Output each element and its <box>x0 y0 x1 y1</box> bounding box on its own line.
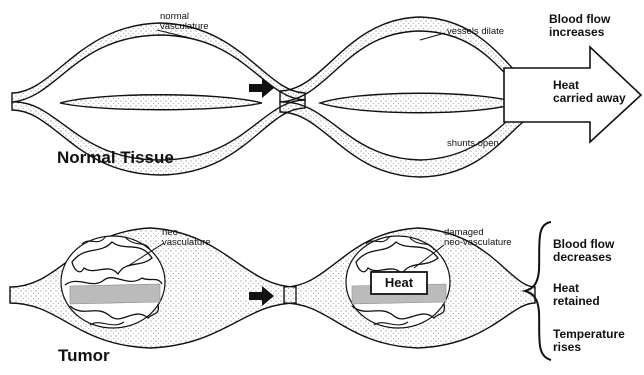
temperature-rises-label: Temperature rises <box>553 328 625 354</box>
heat-carried-away-label: Heat carried away <box>553 79 626 105</box>
damaged-neo-vasculature-label: damaged neo-vasculature <box>444 228 512 248</box>
damaged-label-line2: neo-vasculature <box>444 238 512 248</box>
heat-retained-line2: retained <box>553 295 600 308</box>
neo-vasculature-label-line2: vasculature <box>162 238 211 248</box>
heat-carried-away-line2: carried away <box>553 92 626 105</box>
tumor-neo-vasculature <box>61 236 165 328</box>
normal-shunt <box>60 95 262 110</box>
dilated-leader <box>420 33 445 40</box>
neo-vasculature-label: neo- vasculature <box>162 228 211 248</box>
blood-flow-decreases-line2: decreases <box>553 251 614 264</box>
tumor-title: Tumor <box>58 346 110 366</box>
blood-flow-decreases-label: Blood flow decreases <box>553 238 614 264</box>
temperature-rises-line2: rises <box>553 341 625 354</box>
heat-box-label: Heat <box>371 275 427 290</box>
tumor-shunt-band <box>70 284 160 304</box>
heat-retained-label: Heat retained <box>553 282 600 308</box>
blood-flow-increases-label: Blood flow increases <box>549 13 610 39</box>
shunts-open-label: shunts open <box>447 139 499 149</box>
normal-tissue-title: Normal Tissue <box>57 148 174 168</box>
vessels-dilate-label: vessels dilate <box>447 27 504 37</box>
dilated-shunt <box>320 93 518 113</box>
normal-vasculature-label-line2: vasculature <box>160 22 209 32</box>
blood-flow-increases-line2: increases <box>549 26 610 39</box>
normal-vasculature-label: normal vasculature <box>160 12 209 32</box>
